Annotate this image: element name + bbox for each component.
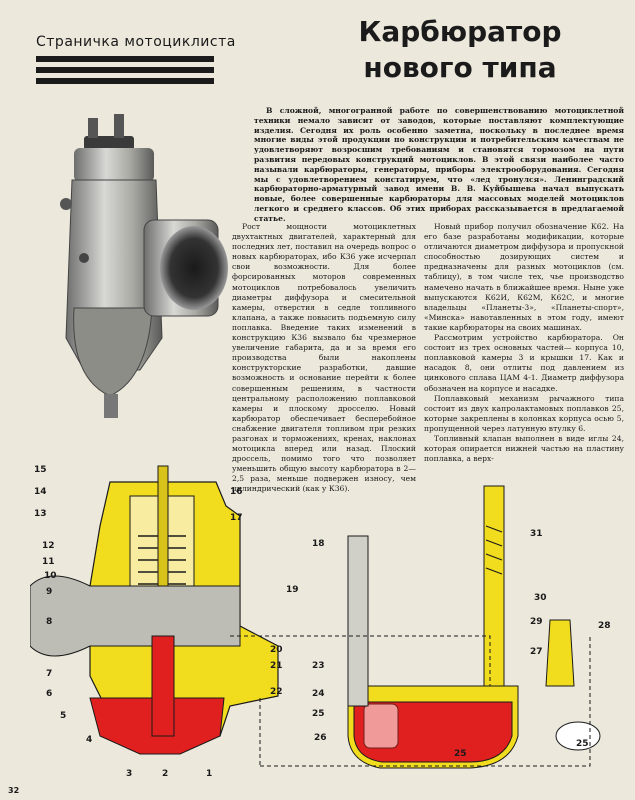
callout-20: 20 bbox=[270, 645, 283, 655]
callout-12: 12 bbox=[42, 541, 55, 551]
callout-25b: 25 bbox=[454, 749, 467, 759]
rubric-bars bbox=[36, 56, 214, 89]
callout-15: 15 bbox=[34, 465, 47, 475]
column2-paragraph-3: Поплавковый механизм рычажного типа сост… bbox=[424, 393, 624, 433]
page-number: 32 bbox=[8, 786, 20, 795]
callout-9: 9 bbox=[46, 587, 52, 597]
callout-4: 4 bbox=[86, 735, 92, 745]
callout-18: 18 bbox=[312, 539, 325, 549]
right-section-float-chamber bbox=[230, 485, 601, 769]
callout-10: 10 bbox=[44, 571, 57, 581]
column2-paragraph-2: Рассмотрим устройство карбюратора. Он со… bbox=[424, 333, 624, 393]
callout-26: 26 bbox=[314, 733, 327, 743]
title-line-1: Карбюратор bbox=[358, 15, 562, 48]
callout-labels: 15 14 13 12 11 10 9 8 7 6 5 4 3 2 1 16 1… bbox=[34, 465, 611, 779]
callout-16: 16 bbox=[230, 487, 243, 497]
callout-13: 13 bbox=[34, 509, 47, 519]
body-column-2: Новый прибор получил обозначение К62. На… bbox=[424, 222, 624, 464]
column2-paragraph-4: Топливный клапан выполнен в виде иглы 24… bbox=[424, 433, 624, 464]
left-section-body bbox=[30, 465, 279, 755]
article-title: Карбюратор нового типа bbox=[300, 14, 620, 86]
callout-17: 17 bbox=[230, 513, 243, 523]
callout-29: 29 bbox=[530, 617, 543, 627]
callout-6: 6 bbox=[46, 689, 52, 699]
callout-25a: 25 bbox=[312, 709, 325, 719]
column2-paragraph-1: Новый прибор получил обозначение К62. На… bbox=[424, 222, 624, 332]
callout-14: 14 bbox=[34, 487, 47, 497]
callout-7: 7 bbox=[46, 669, 52, 679]
title-line-2: нового типа bbox=[363, 51, 557, 84]
callout-22: 22 bbox=[270, 687, 283, 697]
callout-23: 23 bbox=[312, 661, 325, 671]
callout-31: 31 bbox=[530, 529, 543, 539]
carburetor-cutaway-diagram: 15 14 13 12 11 10 9 8 7 6 5 4 3 2 1 16 1… bbox=[30, 465, 611, 779]
lead-paragraph: В сложной, многогранной работе по соверш… bbox=[254, 106, 624, 223]
column1-paragraph: Рост мощности мотоциклетных двухтактных … bbox=[232, 222, 416, 494]
callout-21: 21 bbox=[270, 661, 283, 671]
callout-25c: 25 bbox=[576, 739, 589, 749]
section-rubric: Страничка мотоциклиста bbox=[36, 34, 236, 50]
callout-28: 28 bbox=[598, 621, 611, 631]
carburetor-photo bbox=[60, 114, 228, 418]
callout-2: 2 bbox=[162, 769, 168, 779]
callout-5: 5 bbox=[60, 711, 66, 721]
callout-30: 30 bbox=[534, 593, 547, 603]
callout-1: 1 bbox=[206, 769, 212, 779]
callout-3: 3 bbox=[126, 769, 132, 779]
callout-11: 11 bbox=[42, 557, 55, 567]
body-column-1: Рост мощности мотоциклетных двухтактных … bbox=[232, 222, 416, 495]
callout-8: 8 bbox=[46, 617, 52, 627]
callout-24: 24 bbox=[312, 689, 325, 699]
callout-27: 27 bbox=[530, 647, 543, 657]
callout-19: 19 bbox=[286, 585, 299, 595]
